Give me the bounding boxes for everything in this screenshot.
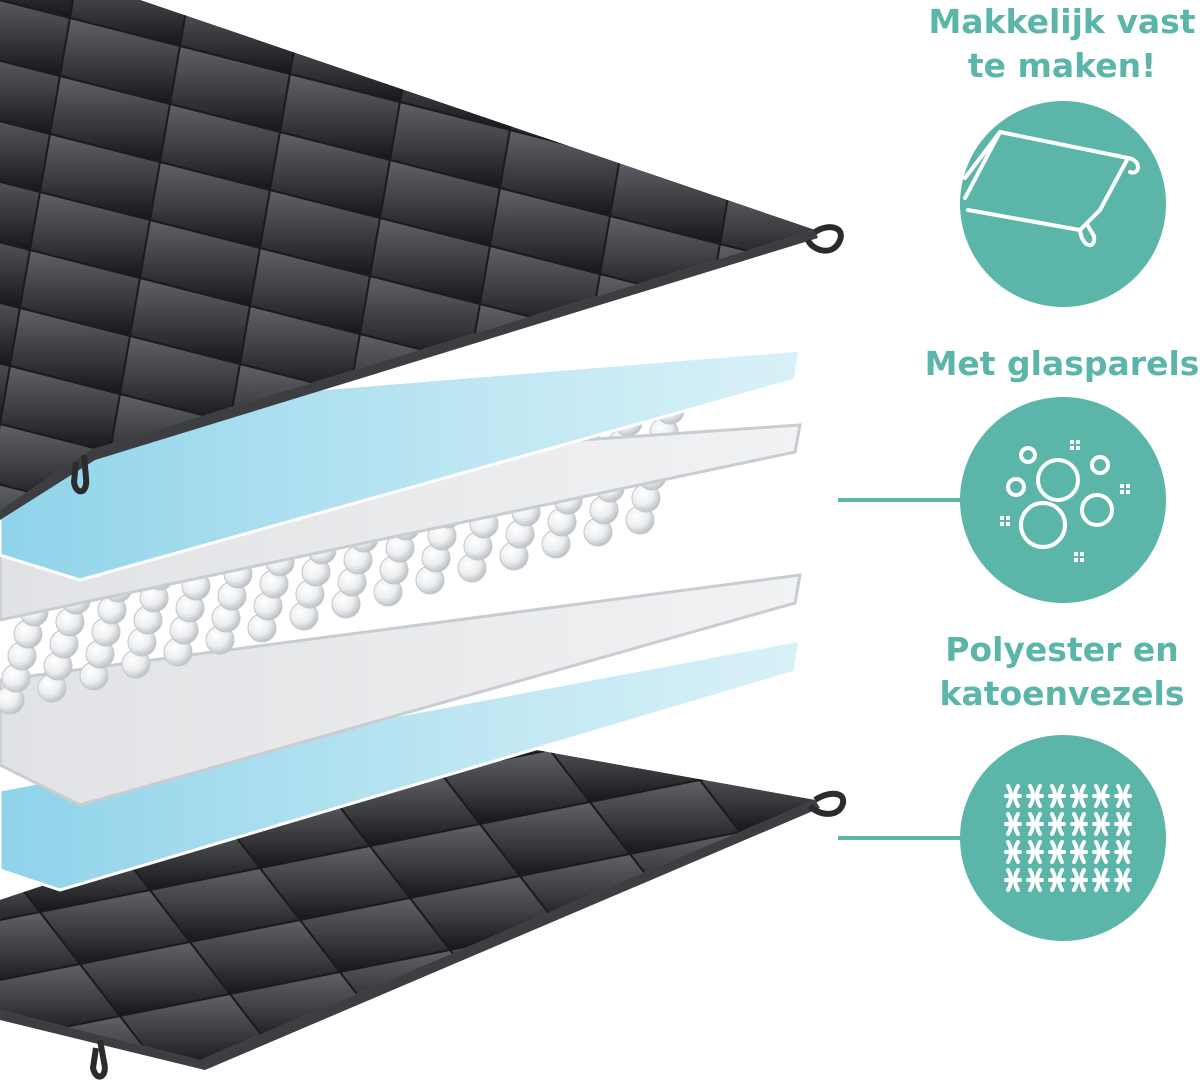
top-loop-front (70, 454, 90, 495)
fastening-loop-icon (960, 101, 1166, 307)
feature-label-line: te maken! (967, 46, 1157, 85)
quilt-cell (268, 1022, 422, 1060)
weave-stitch (1092, 784, 1110, 808)
quilt-cell (558, 904, 712, 982)
weave-stitch (1048, 868, 1066, 892)
feature-label-line: katoenvezels (939, 674, 1185, 713)
quilt-cell (50, 1068, 200, 1089)
weave-stitch (1114, 784, 1132, 808)
weave-stitch (1026, 812, 1044, 836)
weave-stitch (1004, 784, 1022, 808)
weave-stitch (1026, 840, 1044, 864)
weave-stitch (1070, 840, 1088, 864)
weave-stitch (1048, 812, 1066, 836)
quilt-cell (728, 126, 815, 216)
quilt-cell (788, 444, 815, 510)
weave-stitch (1092, 812, 1110, 836)
feature-label-glass-beads: Met glasparels (912, 342, 1200, 386)
quilt-cell (778, 860, 815, 938)
quilt-cell (668, 882, 815, 960)
weave-stitch (1048, 840, 1066, 864)
glass-beads-icon (960, 397, 1166, 603)
weave-stitch (1092, 840, 1110, 864)
feature-label-fibers: Polyester en katoenvezels (912, 628, 1200, 716)
weave-stitch (1004, 868, 1022, 892)
lower-fiber-layer (0, 573, 802, 807)
weave-stitch (1070, 868, 1088, 892)
quilt-cell (768, 740, 815, 760)
weave-stitch (1004, 840, 1022, 864)
top-loop-right (805, 224, 844, 254)
weave-stitch (1004, 812, 1022, 836)
quilt-cell (658, 740, 812, 782)
lower-cotton-layer (0, 638, 802, 892)
weave-stitch (1092, 868, 1110, 892)
quilt-cell (798, 386, 815, 476)
bottom-loop-front (89, 1039, 108, 1080)
quilt-cell (598, 956, 752, 1034)
quilt-cell (830, 214, 950, 300)
weave-stitch (1026, 868, 1044, 892)
weave-stitch (1048, 784, 1066, 808)
quilt-cell (488, 978, 642, 1056)
feature-label-easy-fasten: Makkelijk vast te maken! (912, 0, 1200, 88)
quilt-cell (668, 474, 792, 510)
quilt-cell (708, 934, 815, 1012)
weave-stitch (1114, 868, 1132, 892)
feature-label-line: Makkelijk vast (928, 2, 1196, 41)
bottom-loop-right (807, 790, 847, 817)
weave-stitch (1114, 840, 1132, 864)
quilt-cell (820, 914, 970, 988)
feature-label-line: Met glasparels (924, 344, 1200, 383)
weave-stitch (1070, 812, 1088, 836)
weave-stitch (1026, 784, 1044, 808)
quilt-cell (808, 740, 815, 812)
woven-fabric-icon (960, 735, 1166, 941)
weave-stitch (1114, 812, 1132, 836)
quilt-cell (750, 678, 870, 764)
quilt-cell (378, 1000, 532, 1060)
feature-label-line: Polyester en (945, 630, 1179, 669)
weave-stitch (1070, 784, 1088, 808)
quilt-cell (840, 156, 960, 242)
